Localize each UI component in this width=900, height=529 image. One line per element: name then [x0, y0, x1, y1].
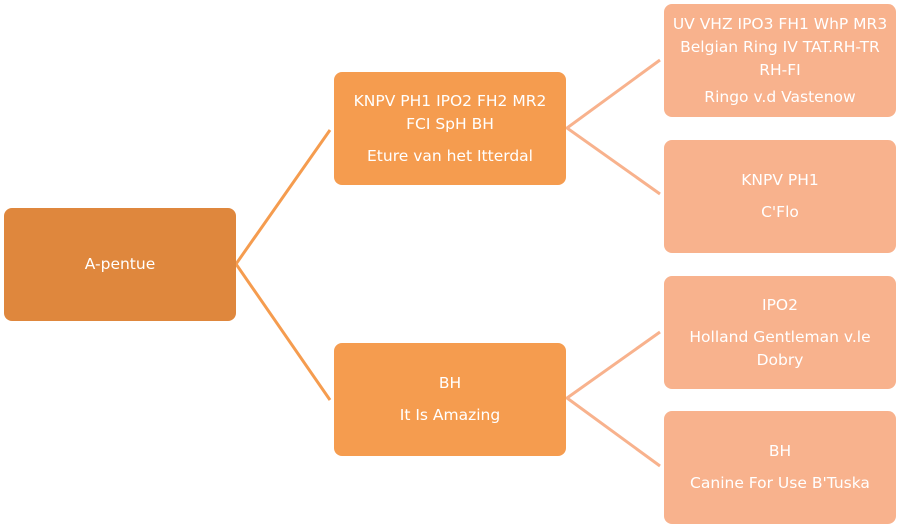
connector-sire-to-grandparents: [564, 58, 661, 196]
paternal-grandsire-titles: UV VHZ IPO3 FH1 WhP MR3 Belgian Ring IV …: [672, 14, 888, 79]
paternal-grandsire-box: UV VHZ IPO3 FH1 WhP MR3 Belgian Ring IV …: [664, 4, 896, 117]
root-dog-name: A-pentue: [84, 255, 156, 273]
root-dog-box: A-pentue: [4, 208, 236, 321]
connector-root-to-parents: [234, 129, 332, 401]
maternal-granddam-box: BH Canine For Use B'Tuska: [664, 411, 896, 524]
paternal-granddam-titles: KNPV PH1: [741, 171, 819, 189]
dam-titles: BH: [438, 374, 462, 392]
dam-box: BH It Is Amazing: [334, 343, 566, 456]
maternal-grandsire-titles: IPO2: [762, 295, 798, 314]
maternal-granddam-name: Canine For Use B'Tuska: [690, 474, 870, 492]
paternal-grandsire-name: Ringo v.d Vastenow: [704, 87, 856, 106]
sire-name: Eture van het Itterdal: [367, 146, 533, 165]
maternal-grandsire-name: Holland Gentleman v.le Dobry: [689, 327, 871, 369]
paternal-granddam-name: C'Flo: [761, 203, 799, 221]
maternal-grandsire-box: IPO2 Holland Gentleman v.le Dobry: [664, 276, 896, 389]
paternal-granddam-box: KNPV PH1 C'Flo: [664, 140, 896, 253]
sire-titles: KNPV PH1 IPO2 FH2 MR2 FCI SpH BH: [353, 91, 547, 133]
sire-box: KNPV PH1 IPO2 FH2 MR2 FCI SpH BH Eture v…: [334, 72, 566, 185]
maternal-granddam-titles: BH: [768, 442, 792, 460]
connector-dam-to-grandparents: [564, 330, 661, 468]
dam-name: It Is Amazing: [399, 406, 501, 424]
